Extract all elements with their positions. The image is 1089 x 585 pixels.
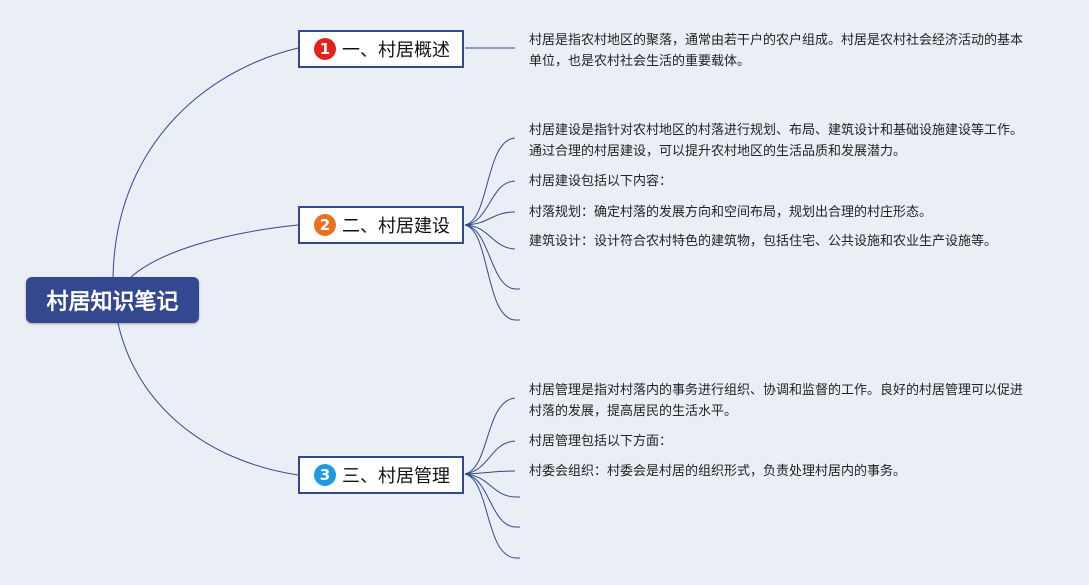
connector-root-topic1 xyxy=(112,47,299,279)
note-2-4[interactable]: 建筑设计：设计符合农村特色的建筑物，包括住宅、公共设施和农业生产设施等。 xyxy=(529,234,998,249)
connector-topic3-note1 xyxy=(464,397,516,475)
connector-root-topic3 xyxy=(117,322,299,476)
topic-label-3: 三、村居管理 xyxy=(342,466,450,487)
connector-topic2-note2 xyxy=(464,180,516,226)
connector-topic3-note5 xyxy=(464,473,516,528)
connector-topic3-note6 xyxy=(464,473,516,559)
connector-topic2-note3 xyxy=(464,211,516,226)
note-3-2[interactable]: 村居管理包括以下方面： xyxy=(529,434,673,449)
root-label: 村居知识笔记 xyxy=(46,290,179,315)
connector-topic2-note6 xyxy=(464,224,516,321)
connector-topic3-note2 xyxy=(464,440,516,475)
topic-label-2: 二、村居建设 xyxy=(342,216,450,237)
note-2-3[interactable]: 村落规划：确定村落的发展方向和空间布局，规划出合理的村庄形态。 xyxy=(529,205,933,220)
connector-topic3-note3 xyxy=(464,470,516,475)
connector-topic2-note1 xyxy=(464,137,516,226)
connector-topic2-note5 xyxy=(464,224,516,290)
number-badge-1: 1 xyxy=(314,38,336,60)
topic-node-3[interactable]: 3 三、村居管理 xyxy=(298,456,464,494)
topic-node-1[interactable]: 1 一、村居概述 xyxy=(298,30,464,68)
note-1-1[interactable]: 村居是指农村地区的聚落，通常由若干户的农户组成。村居是农村社会经济活动的基本单位… xyxy=(529,33,1024,69)
connector-topic2-note4 xyxy=(464,224,516,250)
connector-topic3-note4 xyxy=(464,473,516,498)
note-3-1[interactable]: 村居管理是指对村落内的事务进行组织、协调和监督的工作。良好的村居管理可以促进村落… xyxy=(529,383,1024,419)
root-node[interactable]: 村居知识笔记 xyxy=(26,277,199,323)
topic-label-1: 一、村居概述 xyxy=(342,40,450,61)
number-badge-2: 2 xyxy=(314,214,336,236)
topic-node-2[interactable]: 2 二、村居建设 xyxy=(298,206,464,244)
note-2-2[interactable]: 村居建设包括以下内容： xyxy=(529,174,673,189)
note-2-1[interactable]: 村居建设是指针对农村地区的村落进行规划、布局、建筑设计和基础设施建设等工作。通过… xyxy=(529,123,1024,159)
number-badge-3: 3 xyxy=(314,464,336,486)
connector-root-topic2 xyxy=(129,224,299,279)
note-3-3[interactable]: 村委会组织：村委会是村居的组织形式，负责处理村居内的事务。 xyxy=(529,464,907,479)
